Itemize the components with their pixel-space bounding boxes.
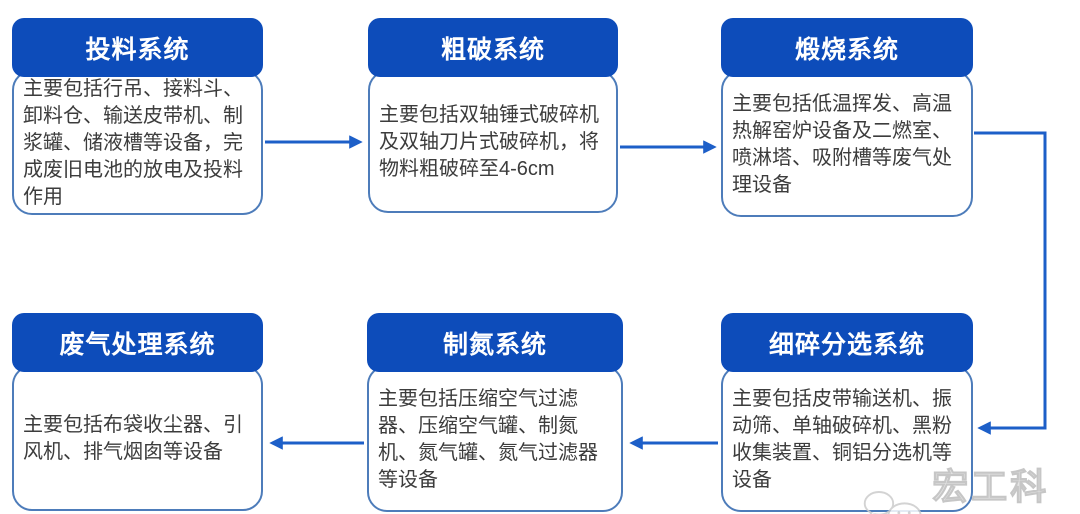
box-nitrogen-generation-system-title: 制氮系统 [367,313,623,372]
box-feeding-system-title: 投料系统 [12,18,263,77]
box-coarse-crushing-system: 粗破系统 主要包括双轴锤式破碎机及双轴刀片式破碎机，将物料粗破碎至4-6cm [368,18,618,213]
box-feeding-system-description: 主要包括行吊、接料斗、卸料仓、输送皮带机、制浆罐、储液槽等设备，完成废旧电池的放… [12,70,263,215]
box-fine-crushing-sorting-system: 细碎分选系统 主要包括皮带输送机、振动筛、单轴破碎机、黑粉收集装置、铜铝分选机等… [721,313,973,512]
box-waste-gas-treatment-system-description: 主要包括布袋收尘器、引风机、排气烟囱等设备 [12,365,263,511]
box-calcination-system-title: 煅烧系统 [721,18,973,77]
box-coarse-crushing-system-title: 粗破系统 [368,18,618,77]
box-fine-crushing-sorting-system-title: 细碎分选系统 [721,313,973,372]
box-waste-gas-treatment-system-title: 废气处理系统 [12,313,263,372]
box-waste-gas-treatment-system: 废气处理系统 主要包括布袋收尘器、引风机、排气烟囱等设备 [12,313,263,511]
arrow-calcination-to-fine-sorting [974,131,1047,435]
box-coarse-crushing-system-description: 主要包括双轴锤式破碎机及双轴刀片式破碎机，将物料粗破碎至4-6cm [368,70,618,213]
box-calcination-system: 煅烧系统 主要包括低温挥发、高温热解窑炉设备及二燃室、喷淋塔、吸附槽等废气处理设… [721,18,973,217]
box-feeding-system: 投料系统 主要包括行吊、接料斗、卸料仓、输送皮带机、制浆罐、储液槽等设备，完成废… [12,18,263,215]
box-nitrogen-generation-system: 制氮系统 主要包括压缩空气过滤器、压缩空气罐、制氮机、氮气罐、氮气过滤器等设备 [367,313,623,512]
box-nitrogen-generation-system-description: 主要包括压缩空气过滤器、压缩空气罐、制氮机、氮气罐、氮气过滤器等设备 [367,365,623,512]
box-fine-crushing-sorting-system-description: 主要包括皮带输送机、振动筛、单轴破碎机、黑粉收集装置、铜铝分选机等设备 [721,365,973,512]
box-calcination-system-description: 主要包括低温挥发、高温热解窑炉设备及二燃室、喷淋塔、吸附槽等废气处理设备 [721,70,973,217]
